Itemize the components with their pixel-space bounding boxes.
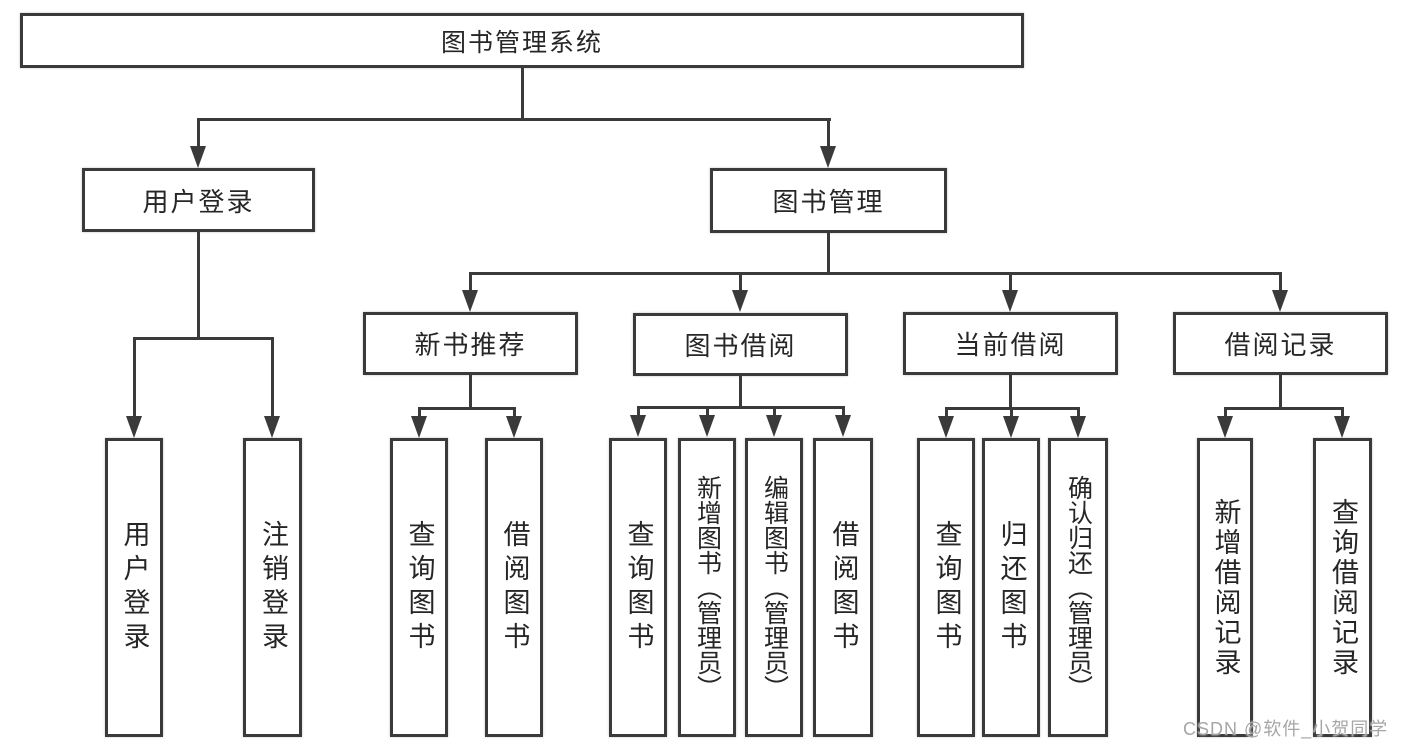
arrowhead-down-icon: [1003, 416, 1019, 438]
leaf-query-record-label: 查询借阅记录: [1328, 497, 1358, 678]
arrowhead-down-icon: [732, 290, 748, 312]
node-book-management: 图书管理: [710, 168, 947, 233]
arrowhead-down-icon: [699, 415, 715, 437]
arrowhead-down-icon: [1002, 290, 1018, 312]
connector-arrow-stem: [1224, 407, 1227, 417]
arrowhead-down-icon: [938, 416, 954, 438]
arrowhead-down-icon: [1217, 416, 1233, 438]
connector-arrow-stem: [469, 272, 472, 292]
connector-arrow-stem: [418, 407, 421, 418]
node-book-borrow-label: 图书借阅: [684, 331, 797, 361]
leaf-borrow-borrow-books: 借阅图书: [813, 438, 873, 737]
connector-arrow-stem: [773, 406, 776, 417]
node-new-book-recommend-label: 新书推荐: [414, 330, 527, 360]
connector-arrow-stem: [637, 406, 640, 417]
connector-arrow-stem: [706, 406, 709, 417]
connector-arrow-stem: [1010, 407, 1013, 417]
arrowhead-down-icon: [1334, 416, 1350, 438]
leaf-user-login-label: 用户登录: [119, 519, 150, 656]
connector-bookmgmt-bar: [470, 272, 1281, 275]
node-user-login: 用户登录: [82, 168, 315, 232]
leaf-borrow-books-label: 借阅图书: [828, 519, 859, 656]
connector-arrow-stem: [842, 406, 845, 417]
leaf-logout: 注销登录: [243, 438, 302, 737]
node-book-borrow: 图书借阅: [633, 313, 848, 376]
leaf-query-books-label: 查询图书: [623, 519, 654, 656]
leaf-recommend-query-books: 查询图书: [390, 438, 448, 737]
connector-root-bar: [197, 118, 831, 121]
connector-arrow-stem: [1341, 407, 1344, 417]
arrowhead-down-icon: [190, 146, 206, 168]
connector-arrow-stem: [1009, 272, 1012, 292]
connector-arrow-stem: [271, 337, 274, 417]
leaf-add-books-label: 新增图书（管理员）: [693, 475, 722, 700]
csdn-watermark: CSDN @软件_小贺同学: [1183, 719, 1389, 739]
leaf-add-record-label: 新增借阅记录: [1210, 497, 1241, 678]
connector-records-bar: [1224, 407, 1344, 410]
connector-arrow-stem: [827, 118, 830, 148]
connector-arrow-stem: [133, 337, 136, 417]
leaf-query-books-label: 查询图书: [931, 519, 962, 656]
connector-recommend-bar: [418, 407, 516, 410]
arrowhead-down-icon: [411, 416, 427, 438]
connector-arrow-stem: [1279, 272, 1282, 292]
connector-bookmgmt-stem: [827, 233, 830, 272]
leaf-recommend-borrow-books: 借阅图书: [485, 438, 543, 737]
arrowhead-down-icon: [835, 415, 851, 437]
arrowhead-down-icon: [264, 416, 280, 438]
leaf-query-borrow-record: 查询借阅记录: [1313, 438, 1372, 737]
node-borrow-records-label: 借阅记录: [1224, 330, 1337, 360]
leaf-return-books-label: 归还图书: [996, 519, 1027, 656]
node-new-book-recommend: 新书推荐: [363, 312, 578, 375]
leaf-current-query-books: 查询图书: [917, 438, 975, 737]
node-root-label: 图书管理系统: [440, 28, 603, 57]
connector-arrow-stem: [739, 272, 742, 292]
connector-arrow-stem: [197, 118, 200, 148]
connector-recommend-stem: [469, 375, 472, 407]
connector-userlogin-stem: [197, 232, 200, 337]
leaf-edit-books-label: 编辑图书（管理员）: [760, 475, 789, 700]
leaf-confirm-return-admin: 确认归还（管理员）: [1048, 438, 1108, 737]
leaf-borrow-query-books: 查询图书: [609, 438, 667, 737]
leaf-user-login: 用户登录: [105, 438, 163, 737]
leaf-confirm-return-label: 确认归还（管理员）: [1064, 475, 1093, 700]
connector-root-stem: [521, 68, 524, 118]
leaf-edit-books-admin: 编辑图书（管理员）: [745, 438, 803, 737]
connector-arrow-stem: [1077, 407, 1080, 417]
leaf-return-books: 归还图书: [982, 438, 1040, 737]
node-root-system: 图书管理系统: [20, 13, 1024, 68]
connector-userlogin-bar: [133, 337, 274, 340]
connector-currentborrow-stem: [1009, 375, 1012, 407]
leaf-logout-label: 注销登录: [258, 519, 288, 656]
node-borrow-records: 借阅记录: [1173, 312, 1388, 375]
arrowhead-down-icon: [630, 415, 646, 437]
arrowhead-down-icon: [506, 416, 522, 438]
connector-bookborrow-stem: [739, 376, 742, 406]
node-current-borrow: 当前借阅: [903, 312, 1118, 375]
connector-arrow-stem: [945, 407, 948, 417]
node-current-borrow-label: 当前借阅: [954, 330, 1067, 360]
arrowhead-down-icon: [462, 290, 478, 312]
leaf-add-borrow-record: 新增借阅记录: [1197, 438, 1253, 737]
leaf-query-books-label: 查询图书: [404, 519, 435, 656]
arrowhead-down-icon: [126, 416, 142, 438]
leaf-add-books-admin: 新增图书（管理员）: [678, 438, 736, 737]
leaf-borrow-books-label: 借阅图书: [499, 519, 530, 656]
arrowhead-down-icon: [766, 415, 782, 437]
connector-arrow-stem: [513, 407, 516, 418]
connector-bookborrow-bar: [637, 406, 845, 409]
connector-records-stem: [1279, 375, 1282, 407]
node-book-management-label: 图书管理: [772, 187, 885, 217]
arrowhead-down-icon: [1272, 290, 1288, 312]
node-user-login-label: 用户登录: [142, 186, 255, 217]
arrowhead-down-icon: [1070, 416, 1086, 438]
arrowhead-down-icon: [820, 146, 836, 168]
